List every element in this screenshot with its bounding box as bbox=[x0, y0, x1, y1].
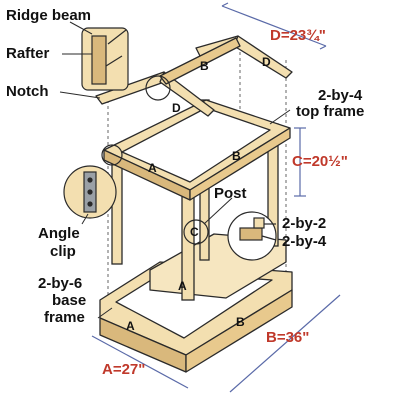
part-letter-b-ridge: B bbox=[200, 59, 209, 73]
angle-clip-label-line2: clip bbox=[50, 243, 76, 260]
roof bbox=[95, 35, 293, 117]
two-by-two-label: 2-by-2 bbox=[282, 215, 327, 232]
dimension-line-b bbox=[229, 294, 341, 393]
leader-top-frame bbox=[269, 109, 291, 125]
top-frame-label-line2: top frame bbox=[296, 103, 365, 120]
base-frame-label-line1: 2-by-6 bbox=[38, 275, 83, 292]
post-detail-marker bbox=[183, 219, 209, 245]
part-letter-a-top: A bbox=[148, 161, 157, 175]
detail-markers bbox=[101, 75, 209, 245]
top-frame-label-line1: 2-by-4 bbox=[318, 87, 363, 104]
top-frame-opening bbox=[121, 107, 271, 183]
notch-label: Notch bbox=[6, 83, 49, 100]
dimension-lines bbox=[91, 2, 341, 393]
angle-clip-hole-2 bbox=[87, 189, 93, 195]
part-letter-b-base: B bbox=[236, 315, 245, 329]
dimension-a-label: A=27" bbox=[102, 361, 146, 378]
base-frame-right-face bbox=[185, 289, 293, 373]
post-section-inset bbox=[227, 211, 277, 261]
part-letter-a-base-back: A bbox=[178, 279, 187, 293]
post-section-leader-2by4 bbox=[261, 235, 277, 241]
part-letter-d-back: D bbox=[262, 55, 271, 69]
leader-ridge-beam bbox=[69, 21, 93, 35]
leader-base-frame bbox=[97, 307, 113, 319]
top-frame bbox=[103, 99, 291, 201]
angle-clip-hole-3 bbox=[87, 201, 93, 207]
part-letter-b-top: B bbox=[232, 149, 241, 163]
part-letter-c: C bbox=[190, 225, 199, 239]
leader-angle-clip bbox=[81, 213, 89, 225]
angle-clip-hole-1 bbox=[87, 177, 93, 183]
dimension-arrow-d-end bbox=[319, 45, 327, 50]
dimension-c-label: C=20½" bbox=[292, 153, 348, 170]
post-label: Post bbox=[214, 185, 247, 202]
post-left bbox=[111, 151, 123, 265]
angle-clip-inset bbox=[63, 165, 117, 219]
base-frame-label-line2: base bbox=[52, 292, 87, 309]
dimension-b-label: B=36" bbox=[266, 329, 310, 346]
dimension-line-a bbox=[91, 335, 189, 389]
base-frame bbox=[99, 233, 293, 373]
top-frame-right-face bbox=[189, 127, 291, 201]
callout-leaders bbox=[59, 21, 291, 319]
post-section-2by4 bbox=[239, 227, 263, 241]
post-section-2by2 bbox=[253, 217, 265, 229]
ridge-inset bbox=[81, 27, 129, 91]
leader-post bbox=[203, 197, 233, 225]
ridge-inset-nail-2 bbox=[105, 55, 123, 67]
base-frame-label-line3: frame bbox=[44, 309, 85, 326]
clip-detail-marker bbox=[101, 144, 123, 166]
part-letter-a-base-front: A bbox=[126, 319, 135, 333]
ridge-inset-beam bbox=[91, 35, 107, 85]
rafter-label: Rafter bbox=[6, 45, 50, 62]
ridge-beam-label: Ridge beam bbox=[6, 7, 92, 24]
angle-clip-label-line1: Angle bbox=[38, 225, 80, 242]
ridge-inset-nail-1 bbox=[107, 29, 127, 45]
dimension-arrow-d-start bbox=[221, 2, 229, 7]
dimension-d-label: D=23¾" bbox=[270, 27, 326, 44]
dimension-line-d bbox=[221, 5, 327, 47]
leader-notch bbox=[59, 91, 101, 99]
part-letter-d-front: D bbox=[172, 101, 181, 115]
two-by-four-label: 2-by-4 bbox=[282, 233, 327, 250]
notch-detail-marker bbox=[145, 75, 171, 101]
ridge-beam-shape bbox=[159, 37, 241, 85]
